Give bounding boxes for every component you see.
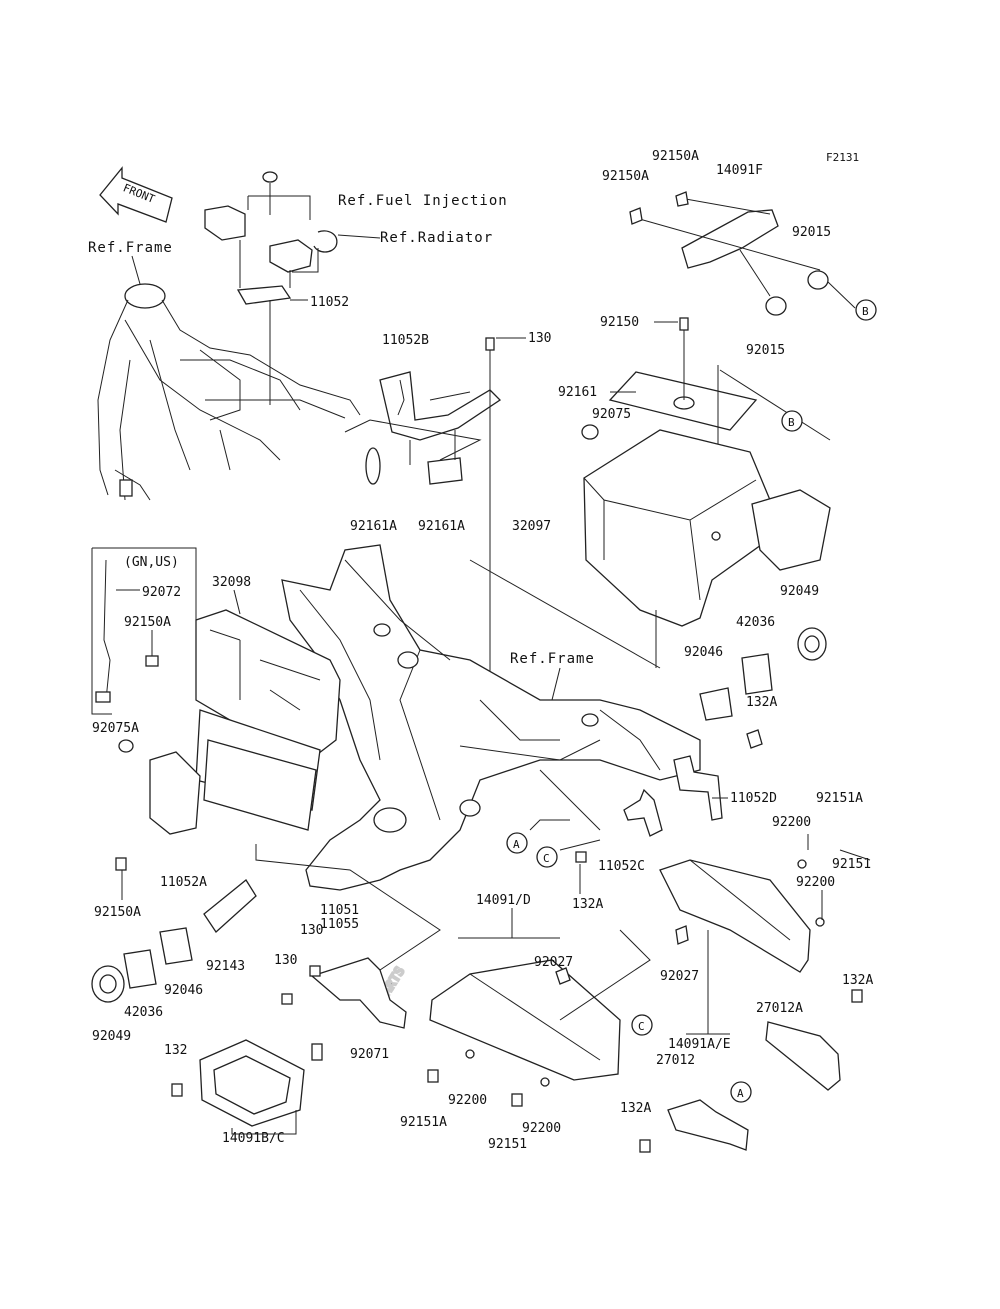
battery-box-drawing — [469, 317, 831, 669]
svg-text:A: A — [513, 838, 520, 851]
label-132A-m: 132A — [572, 897, 603, 912]
cover-14091AE-drawing — [659, 859, 825, 973]
bracket-11052D-drawing — [673, 755, 723, 821]
ref-fuel-injection-label: Ref.Fuel Injection — [338, 193, 508, 209]
label-14091BC: 14091B/C — [222, 1131, 285, 1146]
callout-c-bottom: C — [631, 1014, 653, 1036]
label-92150A-bot: 92150A — [94, 905, 141, 920]
figure-code: F2131 — [826, 151, 859, 164]
side-cover-32098-drawing — [115, 609, 341, 871]
label-11052A: 11052A — [160, 875, 207, 890]
callout-b-mid: B — [781, 410, 803, 432]
label-92150A-mid: 92150A — [124, 615, 171, 630]
bracket-14091F-drawing — [629, 191, 856, 316]
label-92151A-b: 92151A — [400, 1115, 447, 1130]
label-92200-r2: 92200 — [796, 875, 835, 890]
svg-text:B: B — [788, 416, 795, 429]
label-132A-rb: 132A — [842, 973, 873, 988]
label-92046-r: 92046 — [684, 645, 723, 660]
label-14091AE: 14091A/E — [668, 1037, 731, 1052]
front-arrow-icon: FRONT — [99, 166, 173, 223]
label-11052C: 11052C — [598, 859, 645, 874]
label-92075: 92075 — [592, 407, 631, 422]
bracket-11052B-drawing — [344, 337, 502, 691]
label-11052B: 11052B — [382, 333, 429, 348]
ref-frame-mid-label: Ref.Frame — [510, 651, 595, 667]
label-92071: 92071 — [350, 1047, 389, 1062]
label-92027-r: 92027 — [660, 969, 699, 984]
label-92161A-b: 92161A — [418, 519, 465, 534]
label-92200-b1: 92200 — [448, 1093, 487, 1108]
callout-a-mid: A — [506, 832, 528, 854]
bracket-11052C-drawing — [575, 788, 663, 863]
label-92151A-r: 92151A — [816, 791, 863, 806]
cover-14091BC-drawing — [171, 1039, 323, 1127]
label-92161A-a: 92161A — [350, 519, 397, 534]
cover-14091D-drawing — [427, 959, 621, 1107]
main-frame-drawing — [281, 544, 701, 891]
label-92143: 92143 — [206, 959, 245, 974]
label-92046-l: 92046 — [164, 983, 203, 998]
callout-b-top: B — [855, 299, 877, 321]
ref-radiator-label: Ref.Radiator — [380, 230, 493, 246]
svg-text:C: C — [638, 1020, 645, 1033]
label-92161: 92161 — [558, 385, 597, 400]
label-132: 132 — [164, 1043, 187, 1058]
label-92151-b: 92151 — [488, 1137, 527, 1152]
guard-27012A-drawing — [765, 989, 863, 1091]
ref-frame-top-label: Ref.Frame — [88, 240, 173, 256]
right-spacers-drawing — [699, 627, 827, 749]
label-92075A: 92075A — [92, 721, 139, 736]
svg-text:B: B — [862, 305, 869, 318]
callout-a-bottom: A — [730, 1081, 752, 1103]
label-27012: 27012 — [656, 1053, 695, 1068]
label-92049-l: 92049 — [92, 1029, 131, 1044]
label-92150A-left: 92150A — [602, 169, 649, 184]
bracket-bottom-drawing — [639, 1099, 749, 1153]
sensor-group-drawing — [204, 171, 381, 405]
label-130-b1: 130 — [300, 923, 323, 938]
bracket-92071-drawing — [281, 957, 407, 1029]
label-14091D: 14091/D — [476, 893, 531, 908]
label-92151-r: 92151 — [832, 857, 871, 872]
label-92015-b: 92015 — [746, 343, 785, 358]
label-92049-r: 92049 — [780, 584, 819, 599]
label-gnus: (GN,US) — [124, 555, 179, 570]
label-11055: 11055 — [320, 917, 359, 932]
label-130-b2: 130 — [274, 953, 297, 968]
label-92027-m: 92027 — [534, 955, 573, 970]
label-14091F: 14091F — [716, 163, 763, 178]
label-92200-b2: 92200 — [522, 1121, 561, 1136]
label-92015-a: 92015 — [792, 225, 831, 240]
label-92150A-top: 92150A — [652, 149, 699, 164]
label-32097: 32097 — [512, 519, 551, 534]
label-92200-r1: 92200 — [772, 815, 811, 830]
label-11052D: 11052D — [730, 791, 777, 806]
label-42036-r: 42036 — [736, 615, 775, 630]
svg-text:A: A — [737, 1087, 744, 1100]
label-11052: 11052 — [310, 295, 349, 310]
svg-text:C: C — [543, 852, 550, 865]
label-132A-b: 132A — [620, 1101, 651, 1116]
ref-frame-top-drawing — [97, 283, 361, 501]
left-bushings-drawing — [91, 879, 257, 1003]
label-132A-r: 132A — [746, 695, 777, 710]
label-11051: 11051 — [320, 903, 359, 918]
label-130-top: 130 — [528, 331, 551, 346]
callout-c-mid: C — [536, 846, 558, 868]
label-42036-l: 42036 — [124, 1005, 163, 1020]
label-92150: 92150 — [600, 315, 639, 330]
label-27012A: 27012A — [756, 1001, 803, 1016]
label-92072: 92072 — [142, 585, 181, 600]
label-32098: 32098 — [212, 575, 251, 590]
